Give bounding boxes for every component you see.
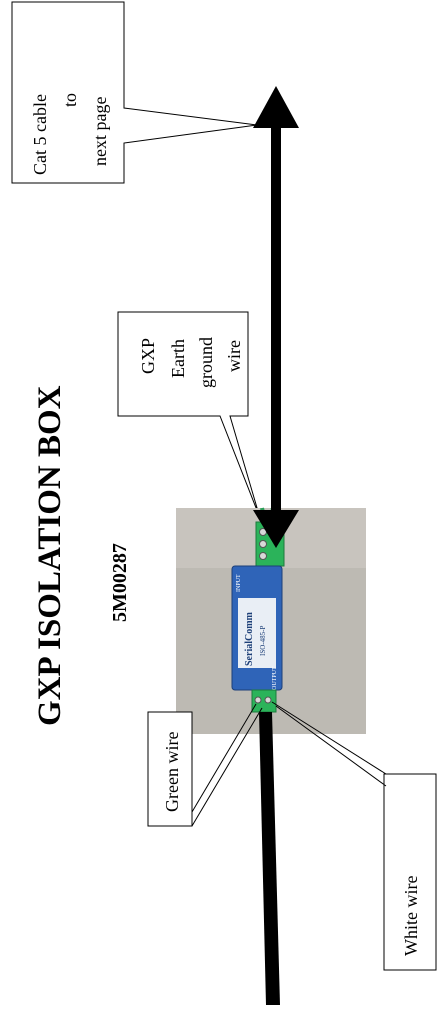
cat5-cable-arrow: [253, 86, 299, 548]
device-model: ISO-485-P: [259, 626, 267, 656]
device-output-label: OUTPUT: [272, 666, 278, 690]
isolation-box-photo: SerialComm ISO-485-P INPUT OUTPUT: [176, 508, 366, 734]
green-wire-label: Green wire: [162, 732, 182, 812]
cat5-callout-line3: next page: [90, 97, 110, 166]
lower-cable: [259, 712, 280, 1005]
cat5-callout-line2: to: [60, 93, 80, 107]
page-title: GXP ISOLATION BOX: [32, 385, 68, 726]
white-wire-callout: White wire: [272, 702, 436, 970]
cat5-cable-shaft: [271, 128, 281, 520]
part-number: 5M00287: [109, 543, 131, 622]
earth-ground-line4: wire: [224, 340, 244, 372]
earth-ground-line2: Earth: [168, 339, 188, 378]
cat5-arrowhead-top: [253, 86, 299, 128]
earth-ground-line1: GXP: [138, 338, 158, 374]
device-input-label: INPUT: [236, 574, 242, 592]
cat5-callout: Cat 5 cable to next page: [12, 2, 257, 183]
white-wire-label: White wire: [401, 876, 421, 956]
earth-ground-callout: GXP Earth ground wire: [118, 312, 260, 518]
device-brand: SerialComm: [244, 611, 255, 666]
earth-ground-line3: ground: [196, 337, 216, 388]
cat5-callout-line1: Cat 5 cable: [30, 94, 50, 175]
